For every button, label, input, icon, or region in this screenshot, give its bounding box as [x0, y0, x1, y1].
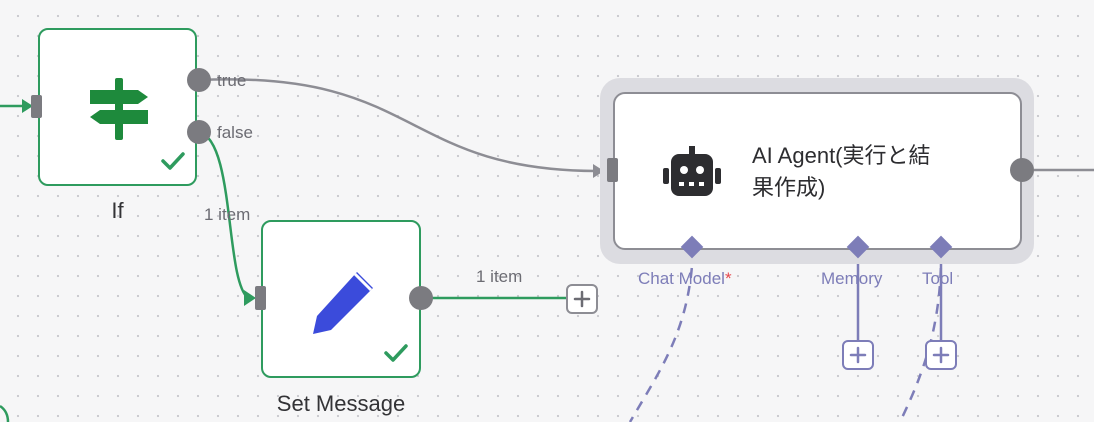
- agent-output-handle[interactable]: [1010, 158, 1034, 182]
- add-tool-button[interactable]: [925, 340, 957, 370]
- set-message-title: Set Message: [276, 391, 406, 416]
- ai-agent-title-line1: AI Agent(実行と結: [752, 143, 931, 168]
- if-output-false-handle[interactable]: [187, 120, 211, 144]
- add-memory-button[interactable]: [842, 340, 874, 370]
- false-connection-count: 1 item: [204, 205, 251, 224]
- if-node[interactable]: [38, 28, 197, 186]
- check-icon: [384, 344, 408, 362]
- add-node-after-set-button[interactable]: [566, 284, 598, 314]
- plus-icon: [573, 290, 591, 308]
- ai-agent-node[interactable]: [613, 92, 1022, 250]
- pen-icon: [313, 272, 373, 334]
- set-output-handle[interactable]: [409, 286, 433, 310]
- if-node-title: If: [111, 198, 124, 223]
- wire-chat-model[interactable]: [628, 249, 695, 422]
- ai-agent-title: AI Agent(実行と結 果作成): [752, 140, 982, 204]
- wire-false-to-set[interactable]: [198, 130, 249, 299]
- agent-input-handle[interactable]: [607, 158, 618, 182]
- if-output-false-label: false: [217, 123, 253, 142]
- chat-model-label: Chat Model*: [638, 269, 732, 289]
- required-asterisk: *: [724, 269, 732, 288]
- arrow-into-agent: [593, 164, 604, 178]
- plus-icon: [849, 346, 867, 364]
- if-output-true-label: true: [217, 71, 247, 90]
- set-input-handle[interactable]: [255, 286, 266, 310]
- chat-model-text: Chat Model: [638, 269, 725, 288]
- partial-node-edge: [0, 404, 10, 422]
- check-icon: [161, 152, 185, 170]
- if-output-true-handle[interactable]: [187, 68, 211, 92]
- memory-label: Memory: [821, 269, 883, 288]
- robot-icon: [663, 146, 721, 196]
- if-input-handle[interactable]: [31, 95, 42, 118]
- set-message-node[interactable]: [261, 220, 421, 378]
- plus-icon: [932, 346, 950, 364]
- set-output-count: 1 item: [476, 267, 523, 286]
- tool-label: Tool: [922, 269, 954, 288]
- ai-agent-title-line2: 果作成): [752, 175, 826, 200]
- arrow-into-if: [22, 99, 33, 113]
- wire-true-to-agent[interactable]: [198, 78, 597, 173]
- arrow-into-set: [244, 290, 256, 306]
- signpost-icon: [90, 78, 148, 140]
